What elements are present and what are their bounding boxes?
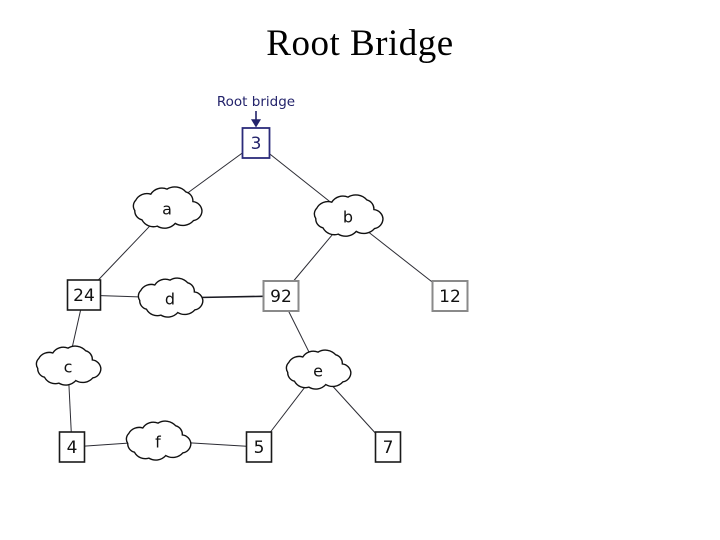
link-ce-b5 [270, 384, 308, 433]
cloud-icon [35, 345, 102, 386]
bridge-priority-label: 24 [73, 286, 95, 306]
bridge-box [66, 279, 102, 311]
bridge-box [245, 431, 273, 463]
cloud-icon [313, 194, 384, 237]
cloud-icon [285, 349, 352, 390]
cloud-icon [132, 186, 203, 229]
segment-cloud-f[interactable]: f [125, 420, 192, 461]
segment-cloud-e[interactable]: e [285, 349, 352, 390]
segment-label: d [165, 290, 175, 309]
bridge-box [262, 280, 300, 312]
segment-label: a [162, 200, 172, 219]
link-b4-cf [84, 442, 130, 447]
link-ca-b24 [97, 222, 154, 281]
bridge-priority-label: 7 [383, 438, 394, 458]
bridge-priority-label: 5 [254, 438, 265, 458]
bridge-box [241, 127, 271, 159]
link-ce-b7 [330, 383, 376, 434]
page-title: Root Bridge [266, 23, 454, 64]
link-cb-b92 [293, 230, 336, 282]
segment-label: b [343, 208, 353, 227]
link-b3-ca [184, 152, 243, 196]
bridge-node-24[interactable]: 24 [66, 279, 102, 311]
link-b24-cc [71, 309, 82, 351]
segment-cloud-d[interactable]: d [137, 277, 204, 318]
bridge-box [58, 431, 86, 463]
link-cf-b5 [186, 442, 247, 447]
bridge-priority-label: 3 [251, 134, 262, 154]
bridge-box [374, 431, 402, 463]
bridge-node-7[interactable]: 7 [374, 431, 402, 463]
bridge-node-12[interactable]: 12 [431, 280, 469, 312]
bridge-layer: 3 24 92 12 4 5 7 [58, 127, 469, 463]
cloud-icon [125, 420, 192, 461]
link-cc-b4 [68, 381, 72, 433]
link-b24-cd [100, 295, 142, 298]
link-layer [68, 152, 433, 447]
segment-layer: a b d c e f [35, 186, 384, 461]
segment-cloud-a[interactable]: a [132, 186, 203, 229]
bridge-node-92[interactable]: 92 [262, 280, 300, 312]
root-bridge-annotation-label: Root bridge [217, 94, 295, 110]
link-b3-cb [269, 153, 332, 203]
segment-cloud-b[interactable]: b [313, 194, 384, 237]
down-arrow-icon [250, 119, 262, 128]
bridge-priority-label: 92 [270, 287, 292, 307]
bridge-node-4[interactable]: 4 [58, 431, 86, 463]
bridge-priority-label: 12 [439, 287, 461, 307]
link-cb-b12 [365, 229, 433, 283]
cloud-icon [137, 277, 204, 318]
bridge-node-5[interactable]: 5 [245, 431, 273, 463]
segment-label: f [155, 433, 161, 452]
link-cd-b92 [198, 295, 264, 299]
segment-cloud-c[interactable]: c [35, 345, 102, 386]
bridge-priority-label: 4 [67, 438, 78, 458]
annotation-layer: Root bridge [217, 94, 295, 128]
bridge-node-3[interactable]: 3 [241, 127, 271, 159]
segment-label: e [313, 362, 323, 381]
bridge-box [431, 280, 469, 312]
segment-label: c [64, 358, 73, 377]
link-b92-ce [288, 310, 311, 356]
